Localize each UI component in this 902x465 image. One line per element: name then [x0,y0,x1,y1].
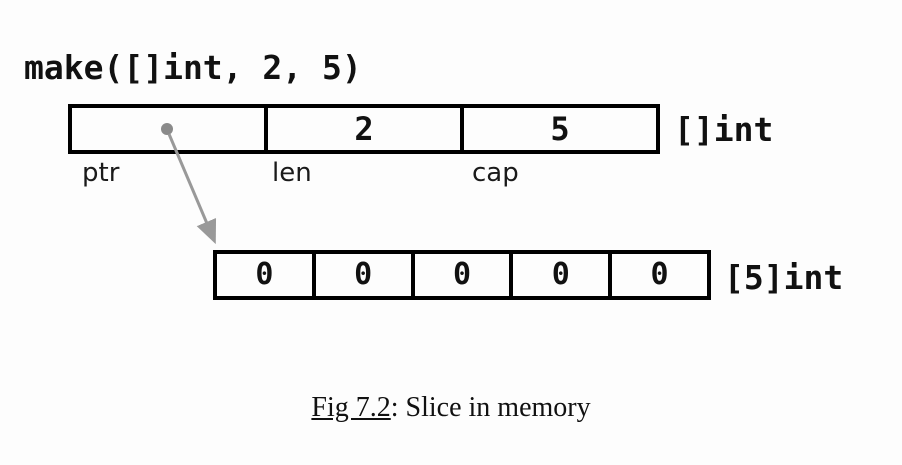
slice-header-len-cell: 2 [264,108,460,150]
array-cell: 0 [410,254,510,296]
array-cell: 0 [217,254,312,296]
array-cell-value: 0 [354,257,373,292]
len-cell-value: 2 [354,110,374,148]
backing-array: 0 0 0 0 0 [213,250,711,300]
slice-header-cap-cell: 5 [460,108,656,150]
array-cell-value: 0 [452,257,472,292]
slice-header-ptr-cell [72,108,264,150]
array-cell-value: 0 [551,257,570,292]
array-cell-value: 0 [255,257,274,292]
make-call-code-label: make([]int, 2, 5) [24,48,362,87]
figure-reference: Fig 7.2 [311,392,391,423]
array-type-label: [5]int [724,258,844,297]
slice-type-label: []int [674,110,774,149]
array-cell: 0 [608,254,707,296]
caption-text: : Slice in memory [390,392,591,423]
slice-header-struct: 2 5 [68,104,660,154]
figure-caption: Fig 7.2: Slice in memory [0,392,902,424]
array-cell: 0 [311,254,411,296]
ptr-field-label: ptr [82,158,120,188]
len-field-label: len [272,158,312,188]
cap-field-label: cap [472,158,519,188]
array-cell-value: 0 [650,257,669,292]
array-cell: 0 [509,254,608,296]
cap-cell-value: 5 [550,110,570,148]
